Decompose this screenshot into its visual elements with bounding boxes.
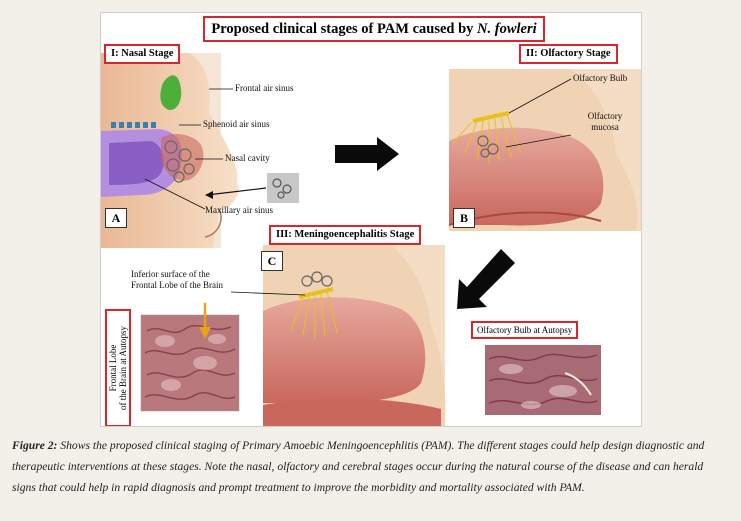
panel-a-illustration	[101, 53, 299, 248]
label-olfactory-mucosa-line2: mucosa	[591, 122, 619, 132]
label-frontal-air-sinus: Frontal air sinus	[235, 83, 294, 93]
autopsy-photo-frontal-lobe	[140, 303, 240, 412]
caption-label: Figure 2:	[12, 439, 58, 452]
arrow-down-left	[457, 249, 515, 309]
panel-letter-c: C	[261, 251, 283, 271]
arrow-right	[335, 137, 399, 171]
autopsy-photo-olfactory-bulb	[485, 345, 601, 415]
figure-title-text: Proposed clinical stages of PAM caused b…	[211, 21, 478, 37]
label-maxillary-air-sinus: Maxillary air sinus	[205, 205, 273, 215]
label-inferior-surface-line2: Frontal Lobe of the Brain	[131, 280, 223, 290]
label-olfactory-mucosa-line1: Olfactory	[587, 111, 623, 121]
stage-label-meningoencephalitis: III: Meningoencephalitis Stage	[269, 225, 422, 245]
panel-c-illustration	[230, 245, 446, 426]
figure-panel: Proposed clinical stages of PAM caused b…	[100, 12, 642, 427]
stage-label-nasal: I: Nasal Stage	[104, 44, 181, 64]
panel-b-illustration	[448, 69, 641, 231]
figure-title-organism: N. fowleri	[477, 21, 537, 37]
figure-title: Proposed clinical stages of PAM caused b…	[203, 16, 545, 42]
label-frontal-lobe-line2: of the Brain at Autopsy	[118, 326, 128, 410]
label-frontal-lobe-autopsy: Frontal Lobe of the Brain at Autopsy	[105, 309, 131, 426]
caption-text: Shows the proposed clinical staging of P…	[12, 439, 705, 494]
stage-label-olfactory: II: Olfactory Stage	[519, 44, 618, 64]
label-sphenoid-air-sinus: Sphenoid air sinus	[203, 119, 270, 129]
label-nasal-cavity: Nasal cavity	[225, 153, 270, 163]
label-frontal-lobe-autopsy-text: Frontal Lobe of the Brain at Autopsy	[108, 326, 128, 410]
anatomy-illustration	[101, 53, 641, 426]
panel-letter-b: B	[453, 208, 475, 228]
label-frontal-lobe-line1: Frontal Lobe	[108, 344, 118, 392]
label-inferior-surface-line1: Inferior surface of the	[131, 269, 210, 279]
label-olfactory-bulb-autopsy: Olfactory Bulb at Autopsy	[471, 321, 579, 339]
panel-letter-a: A	[105, 208, 127, 228]
figure-caption: Figure 2: Shows the proposed clinical st…	[12, 435, 728, 498]
label-olfactory-bulb: Olfactory Bulb	[573, 73, 628, 83]
label-olfactory-mucosa: Olfactory mucosa	[575, 111, 635, 133]
label-inferior-surface: Inferior surface of the Frontal Lobe of …	[131, 269, 223, 291]
